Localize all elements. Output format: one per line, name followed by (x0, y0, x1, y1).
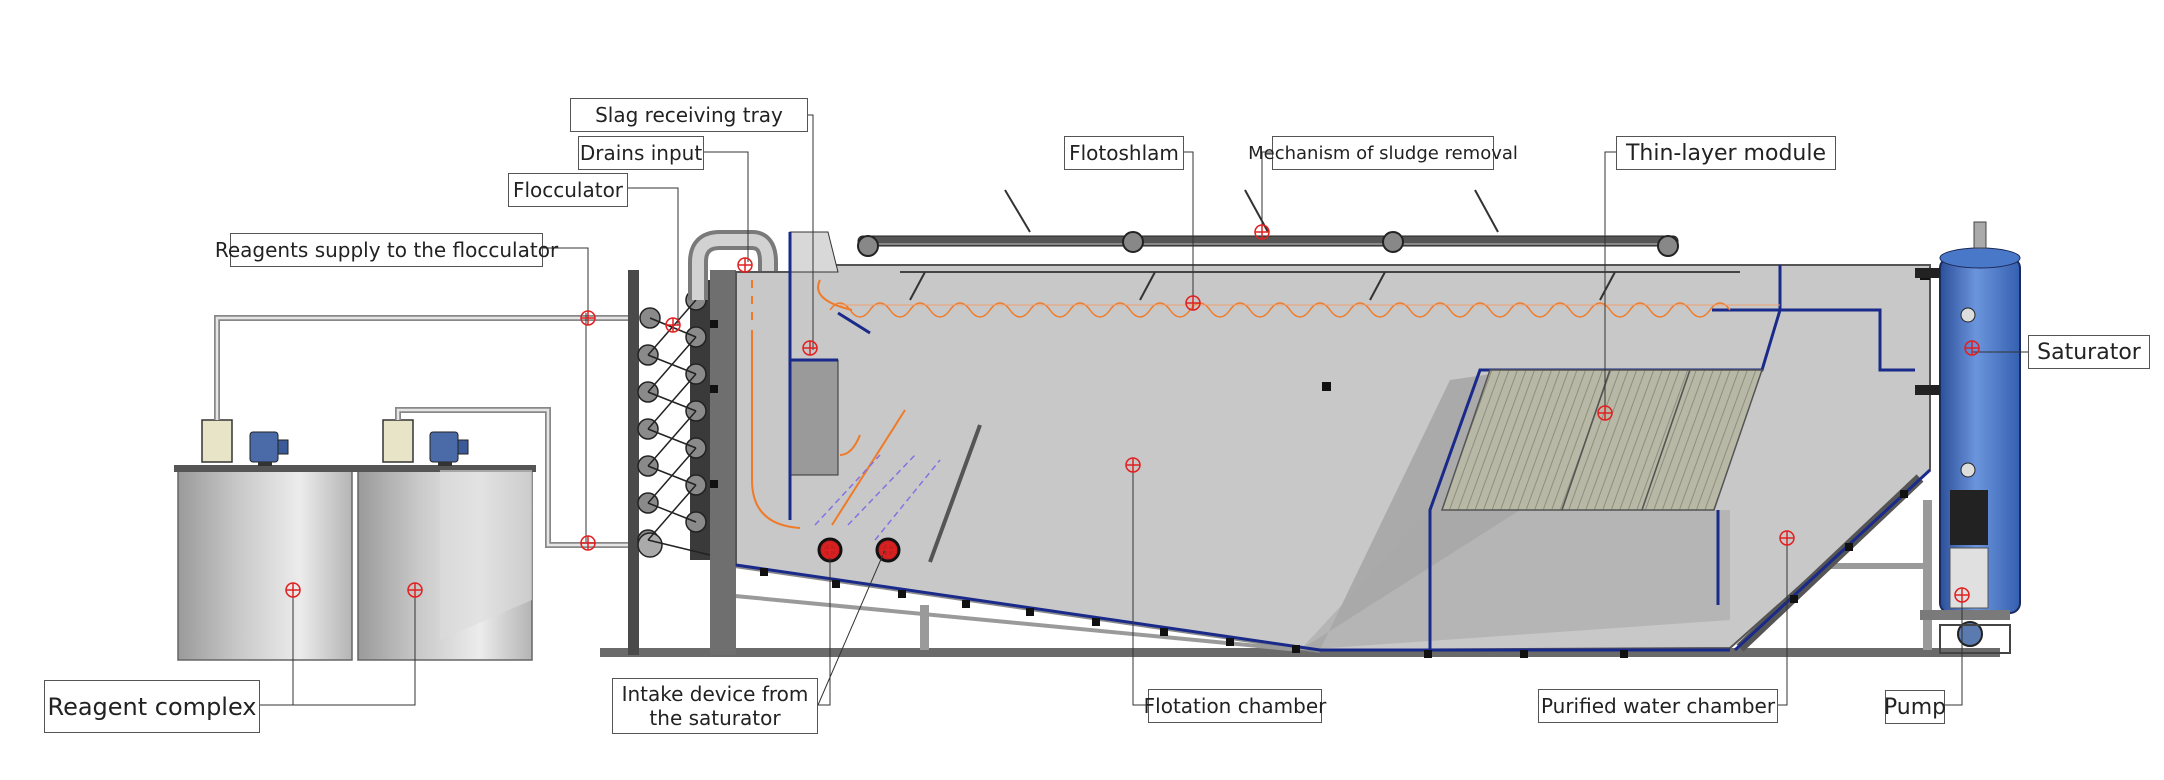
drains-input-pipe-highlight (692, 234, 774, 300)
baffle-plate (928, 424, 982, 563)
drains-input-label: Drains input (578, 136, 704, 170)
scraper-blades (909, 189, 1616, 301)
pump-body (1957, 621, 1983, 647)
dosing-unit-1 (201, 419, 233, 463)
indicator-square (1322, 382, 1331, 391)
reagent-tank-1 (177, 469, 353, 661)
sludge-removal-label: Mechanism of sludge removal (1248, 136, 1518, 170)
reagent-tank-2-lid (354, 465, 536, 472)
reagent-pipe-upper (214, 315, 628, 420)
flow-arrows-orange (751, 279, 906, 529)
pump-label: Pump (1884, 690, 1946, 724)
flocculator-label: Flocculator (508, 173, 628, 207)
flotation-tank (710, 231, 1932, 658)
flotation-chamber-label: Flotation chamber (1144, 689, 1326, 723)
reagent-complex-label: Reagent complex (44, 680, 260, 733)
lamella-pack-3 (1640, 369, 1764, 511)
dosing-unit-2 (382, 419, 414, 463)
clean-water-slope-blue (1733, 468, 1932, 652)
saturator-valve (1973, 221, 1987, 249)
flotoshlam-froth (829, 302, 1731, 318)
sludge-removal-mechanism (857, 189, 1740, 301)
leader-lines (258, 114, 2028, 706)
tank-bottom-outline (735, 563, 1730, 652)
flotoshlam-label: Flotoshlam (1064, 136, 1184, 170)
mixer-motor-2 (429, 431, 469, 466)
purified-water-chamber-label: Purified water chamber (1538, 689, 1778, 723)
saturator-label: Saturator (2028, 335, 2150, 369)
reagent-pipe-upper-inner (215, 316, 628, 420)
baffle-plate-small (837, 311, 871, 335)
mixer-motor-1 (249, 431, 289, 466)
reagent-tanks (174, 315, 628, 661)
slag-receiving-tray (789, 359, 839, 476)
reagents-supply-label: Reagents supply to the flocculator (215, 233, 558, 267)
tank-shadow (1300, 370, 1520, 650)
flocculator (628, 230, 778, 655)
conveyor-sprockets (857, 231, 1679, 257)
slag-tray-top (789, 231, 839, 273)
reagent-pipe-lower-inner (396, 408, 628, 547)
reagent-tank-1-lid (174, 465, 356, 472)
red-markers (285, 224, 1980, 603)
intake-device-label-line2: the saturator (649, 706, 781, 730)
intake-device-label: Intake device from the saturator (612, 678, 818, 734)
intake-device-label-line1: Intake device from (621, 682, 809, 706)
tank-2-reflection (440, 470, 532, 640)
slag-receiving-tray-label: Slag receiving tray (570, 98, 808, 132)
thin-layer-module-label: Thin-layer module (1616, 136, 1836, 170)
overflow-channel (1712, 308, 1915, 372)
thin-layer-shadow (1300, 510, 1730, 650)
saturator-assembly (1915, 221, 2021, 654)
flow-arrows-violet (814, 454, 941, 541)
